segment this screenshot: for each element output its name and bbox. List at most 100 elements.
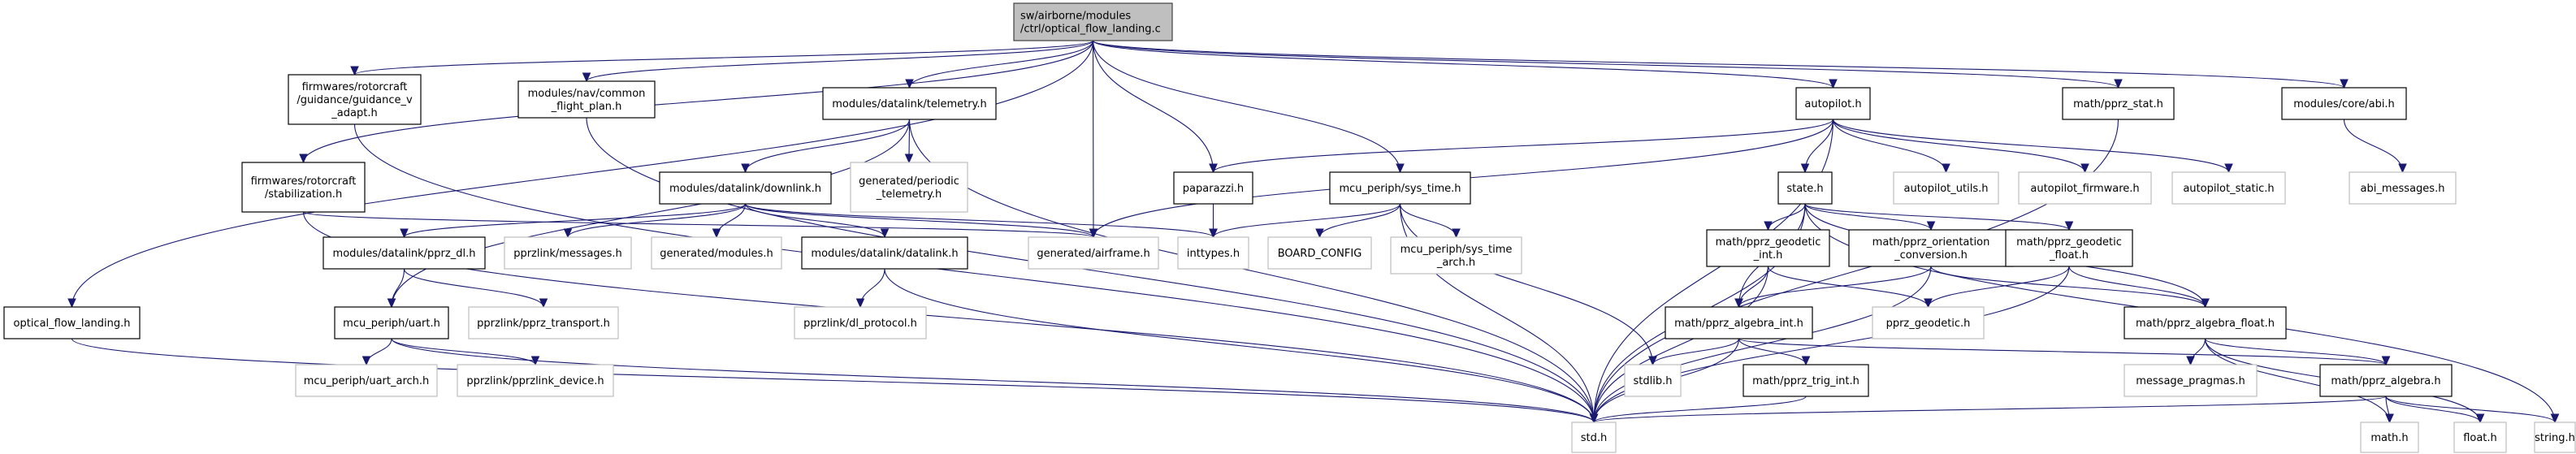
edge-pprz_algebra-to-math <box>2385 396 2394 424</box>
node-label: _adapt.h <box>331 107 377 119</box>
edge-line <box>1593 396 1807 423</box>
edge-line <box>391 338 536 365</box>
node-uart[interactable]: mcu_periph/uart.h <box>334 306 449 339</box>
node-common-flight-plan[interactable]: modules/nav/common_flight_plan.h <box>517 80 656 119</box>
edge-pprz_dl-to-pprz_transport <box>403 268 548 309</box>
arrowhead-icon <box>2550 413 2560 424</box>
node-label: sw/airborne/modules <box>1020 11 1131 23</box>
node-geodetic-int[interactable]: math/pprz_geodetic_int.h <box>1706 229 1830 267</box>
node-label: /guidance/guidance_v <box>297 94 413 106</box>
arrowhead-icon <box>1648 356 1657 366</box>
node-stabilization[interactable]: firmwares/rotorcraft/stabilization.h <box>241 162 366 213</box>
node-box <box>1390 236 1522 275</box>
node-label: _conversion.h <box>1894 249 1968 262</box>
edge-line <box>1092 40 1834 89</box>
arrowhead-icon <box>1764 221 1773 231</box>
edge-pprz_algebra-to-float <box>2385 396 2485 424</box>
node-label: math/pprz_trig_int.h <box>1752 375 1859 387</box>
arrowhead-icon <box>387 298 396 309</box>
node-autopilot-static: autopilot_static.h <box>2171 171 2286 205</box>
node-downlink[interactable]: modules/datalink/downlink.h <box>659 171 832 205</box>
arrowhead-icon <box>905 79 914 89</box>
node-string: string.h <box>2534 422 2576 453</box>
edge-root-to-optical_flow_landing_h <box>67 40 1094 309</box>
node-box <box>2171 171 2286 205</box>
node-datalink[interactable]: modules/datalink/datalink.h <box>801 236 968 270</box>
edge-line <box>71 40 1094 308</box>
arrowhead-icon <box>1829 79 1838 89</box>
node-geodetic-float[interactable]: math/pprz_geodetic_float.h <box>2005 229 2133 267</box>
edge-line <box>1804 203 1932 231</box>
edge-downlink-to-gen_modules <box>712 203 747 239</box>
node-box <box>334 306 449 339</box>
node-algebra-float[interactable]: math/pprz_algebra_float.h <box>2124 306 2287 339</box>
node-label: generated/airframe.h <box>1037 248 1149 260</box>
arrowhead-icon <box>1089 228 1098 239</box>
node-label: _telemetry.h <box>876 188 942 201</box>
node-box <box>1013 2 1173 41</box>
node-pprz-stat[interactable]: math/pprz_stat.h <box>2062 87 2175 120</box>
node-optical-flow-landing-h[interactable]: optical_flow_landing.h <box>3 306 141 339</box>
node-guidance-v-adapt[interactable]: firmwares/rotorcraft/guidance/guidance_v… <box>288 74 422 125</box>
node-gen-modules: generated/modules.h <box>651 236 782 270</box>
arrowhead-icon <box>1924 298 1933 309</box>
edge-line <box>586 117 1595 423</box>
node-box <box>1624 364 1682 397</box>
node-paparazzi[interactable]: paparazzi.h <box>1173 171 1253 205</box>
arrowhead-icon <box>1801 356 1811 366</box>
node-dl-protocol: pprzlink/dl_protocol.h <box>794 306 927 339</box>
edge-line <box>1092 40 1401 173</box>
edge-line <box>1738 266 1932 308</box>
node-label: modules/nav/common <box>528 88 646 100</box>
node-label: float.h <box>2463 432 2497 444</box>
node-box <box>2124 306 2287 339</box>
node-label: stdlib.h <box>1634 375 1673 387</box>
node-pprzlink-device: pprzlink/pprzlink_device.h <box>457 364 614 397</box>
node-root[interactable]: sw/airborne/modules/ctrl/optical_flow_la… <box>1013 2 1173 41</box>
edge-root-to-common_flight_plan <box>582 40 1094 83</box>
arrowhead-icon <box>2224 163 2233 174</box>
arrowhead-icon <box>2340 79 2349 89</box>
arrowhead-icon <box>904 153 914 164</box>
node-algebra-int[interactable]: math/pprz_algebra_int.h <box>1665 306 1813 339</box>
node-label: BOARD_CONFIG <box>1278 248 1362 260</box>
edge-line <box>744 119 911 173</box>
edge-line <box>1399 203 1654 365</box>
node-box <box>2005 229 2133 267</box>
edge-state-to-geodetic_float <box>1804 203 2074 231</box>
node-pprz-dl[interactable]: modules/datalink/pprz_dl.h <box>323 236 486 270</box>
node-trig-int[interactable]: math/pprz_trig_int.h <box>1743 364 1869 397</box>
edge-line <box>1212 119 1834 173</box>
edge-autopilot-to-autopilot_firmware <box>1832 119 2089 174</box>
edge-orientation_conversion-to-std <box>1589 266 1932 424</box>
node-box <box>1777 171 1833 205</box>
node-box <box>2062 87 2175 120</box>
node-state[interactable]: state.h <box>1777 171 1833 205</box>
arrowhead-icon <box>1315 228 1324 239</box>
node-abi[interactable]: modules/core/abi.h <box>2281 87 2407 120</box>
node-telemetry[interactable]: modules/datalink/telemetry.h <box>822 87 997 120</box>
node-box <box>1028 236 1159 270</box>
nodes-layer: sw/airborne/modules/ctrl/optical_flow_la… <box>3 2 2576 453</box>
node-autopilot[interactable]: autopilot.h <box>1795 87 1871 120</box>
node-sys-time[interactable]: mcu_periph/sys_time.h <box>1329 171 1471 205</box>
edge-autopilot-to-paparazzi <box>1209 119 1834 174</box>
node-box <box>504 236 632 270</box>
node-box <box>1795 87 1871 120</box>
edge-line <box>403 203 747 238</box>
arrowhead-icon <box>855 298 865 309</box>
node-stdlib: stdlib.h <box>1624 364 1682 397</box>
edge-line <box>1832 119 2230 173</box>
node-label: pprzlink/pprzlink_device.h <box>466 375 604 387</box>
node-orientation-conversion[interactable]: math/pprz_orientation_conversion.h <box>1848 229 2014 267</box>
edge-line <box>366 338 392 365</box>
node-label: optical_flow_landing.h <box>14 318 131 330</box>
node-label: generated/periodic <box>859 175 959 188</box>
node-label: firmwares/rotorcraft <box>251 175 357 188</box>
node-label: autopilot_utils.h <box>1904 183 1989 195</box>
node-inttypes: inttypes.h <box>1177 236 1249 270</box>
edge-root-to-abi <box>1092 40 2349 89</box>
node-pprz-algebra[interactable]: math/pprz_algebra.h <box>2319 364 2453 397</box>
edge-line <box>859 268 885 308</box>
